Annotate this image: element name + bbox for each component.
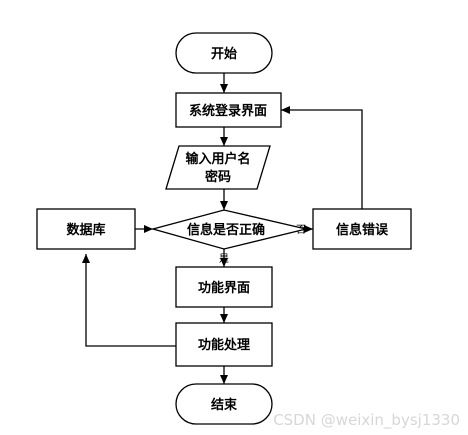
end-label: 结束 [211,397,238,413]
decision-label: 信息是否正确 [187,222,265,238]
login-label: 系统登录界面 [189,103,267,119]
function-process-process [175,322,273,367]
input-label-line2: 密码 [204,169,231,185]
node-database: 数据库 [36,208,136,250]
node-function-process: 功能处理 [175,322,273,367]
edges [82,73,363,384]
edge-process-to-database [82,254,176,347]
function-process-label: 功能处理 [198,337,250,353]
start-terminator [175,32,273,74]
error-label: 信息错误 [336,222,389,238]
error-process [312,208,412,250]
node-function-ui: 功能界面 [175,266,273,308]
watermark: CSDN @weixin_bysj1330 [273,411,460,429]
decision-diamond [150,209,307,250]
node-input: 输入用户名 密码 [165,145,271,190]
function-ui-label: 功能界面 [198,280,250,296]
database-process [36,208,136,250]
input-label-line1: 输入用户名 [185,151,250,167]
node-decision: 信息是否正确 [150,209,307,250]
node-start: 开始 [175,32,273,74]
node-error: 信息错误 [312,208,412,250]
edge-error-to-login [281,106,363,210]
node-login: 系统登录界面 [175,92,282,128]
start-label: 开始 [211,46,237,62]
node-end: 结束 [175,383,273,425]
edge-label-yes: 是 [219,253,229,265]
function-ui-process [175,266,273,308]
input-parallelogram [165,145,271,190]
end-terminator [175,383,273,425]
database-label: 数据库 [66,222,105,238]
login-process [175,92,282,128]
